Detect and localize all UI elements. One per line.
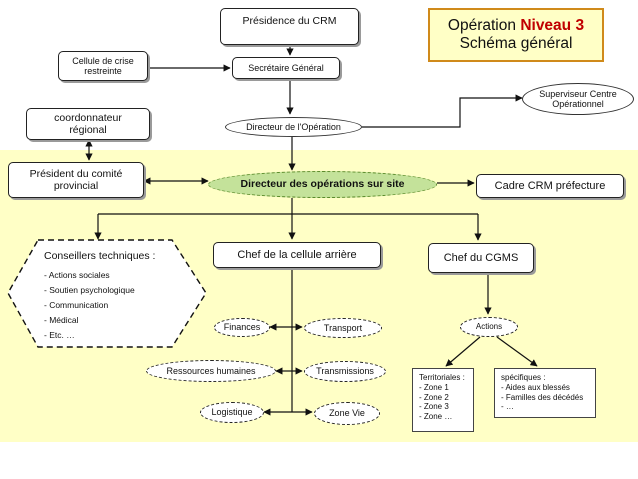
node-actions: Actions <box>460 317 518 337</box>
territoriales-item: - Zone 2 <box>419 392 449 402</box>
specifiques-title: spécifiques : <box>501 373 546 382</box>
node-chef-cgms: Chef du CGMS <box>428 243 534 273</box>
conseillers-hexagon <box>7 239 207 348</box>
title-highlight: Niveau 3 <box>520 17 585 35</box>
node-ressources-humaines: Ressources humaines <box>146 360 276 382</box>
territoriales-title: Territoriales : <box>419 373 465 382</box>
territoriales-item: - Zone 3 <box>419 402 449 412</box>
specifiques-item: - … <box>501 402 514 412</box>
title-box: Opération Niveau 3 Schéma général <box>428 8 604 62</box>
node-chef-cellule: Chef de la cellule arrière <box>213 242 381 268</box>
node-logistique: Logistique <box>200 402 264 423</box>
edge-actions-specifiques <box>496 336 538 367</box>
conseiller-item: - Médical <box>44 315 79 325</box>
node-coordonnateur: coordonnateur régional <box>26 108 150 140</box>
territoriales-item: - Zone 1 <box>419 382 449 392</box>
node-directeur-operation: Directeur de l'Opération <box>225 117 362 137</box>
node-zone-vie: Zone Vie <box>314 402 380 425</box>
conseillers-list: Conseillers techniques : - Actions socia… <box>44 250 194 345</box>
node-presidence: Présidence du CRM <box>220 8 359 45</box>
specifiques-item: - Aides aux blessés <box>501 382 570 392</box>
node-president-comite: Président du comité provincial <box>8 162 144 198</box>
conseiller-item: - Actions sociales <box>44 270 110 280</box>
node-cellule-crise: Cellule de crise restreinte <box>58 51 148 81</box>
node-territoriales: Territoriales : - Zone 1 - Zone 2 - Zone… <box>412 368 474 432</box>
title-line2: Schéma général <box>459 35 573 52</box>
node-cadre-crm: Cadre CRM préfecture <box>476 174 624 198</box>
conseiller-item: - Communication <box>44 300 109 310</box>
conseiller-item: - Soutien psychologique <box>44 285 135 295</box>
node-transmissions: Transmissions <box>304 361 386 382</box>
edge-directeur-op-superviseur <box>362 94 523 128</box>
node-directeur-site: Directeur des opérations sur site <box>208 171 437 198</box>
title-line1: Opération Niveau 3 <box>447 17 585 35</box>
node-transport: Transport <box>304 318 382 338</box>
conseillers-title: Conseillers techniques : <box>44 250 156 262</box>
node-secretaire: Secrétaire Général <box>232 57 340 79</box>
edge-actions-territoriales <box>445 336 481 367</box>
territoriales-item: - Zone … <box>419 412 453 421</box>
specifiques-item: - Familles des décédés <box>501 392 584 402</box>
conseiller-item: - Etc. … <box>44 330 75 340</box>
node-superviseur: Superviseur Centre Opérationnel <box>522 83 634 115</box>
node-specifiques: spécifiques : - Aides aux blessés - Fami… <box>494 368 596 418</box>
node-finances: Finances <box>214 318 270 337</box>
